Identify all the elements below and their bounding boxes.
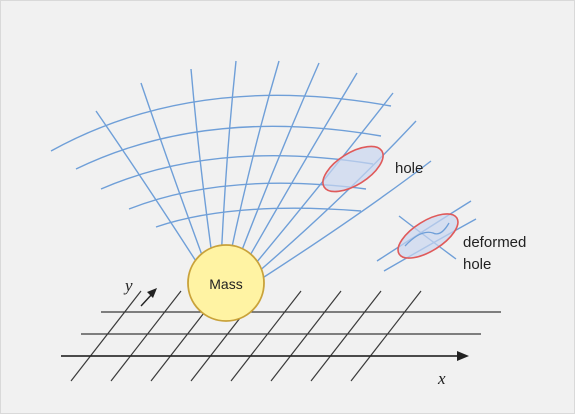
grid-ray: [221, 61, 236, 261]
deformed-hole-label-line1: deformed: [463, 234, 526, 251]
grid-arc: [51, 95, 391, 151]
deformed-hole-label-line2: hole: [463, 256, 491, 273]
grid-ray: [141, 83, 206, 266]
flat-plane-grid: [61, 291, 501, 381]
grid-ray: [229, 61, 279, 261]
mass-label: Mass: [209, 276, 242, 292]
grid-ray: [96, 111, 201, 269]
grid-ray: [251, 93, 393, 269]
grid-ray: [237, 63, 319, 263]
hole-label: hole: [395, 160, 423, 177]
hole-shape: [316, 137, 391, 200]
grid-arc: [156, 208, 361, 227]
plane-diagonal: [351, 291, 421, 381]
plane-diagonal: [271, 291, 341, 381]
grid-ray: [257, 121, 416, 273]
plane-diagonal: [71, 291, 141, 381]
x-axis-label: x: [437, 369, 446, 388]
plane-diagonal: [311, 291, 381, 381]
plane-diagonal: [111, 291, 181, 381]
x-axis-arrow: [61, 351, 469, 361]
y-axis-arrow: [141, 288, 157, 306]
y-axis-label: y: [123, 276, 133, 295]
